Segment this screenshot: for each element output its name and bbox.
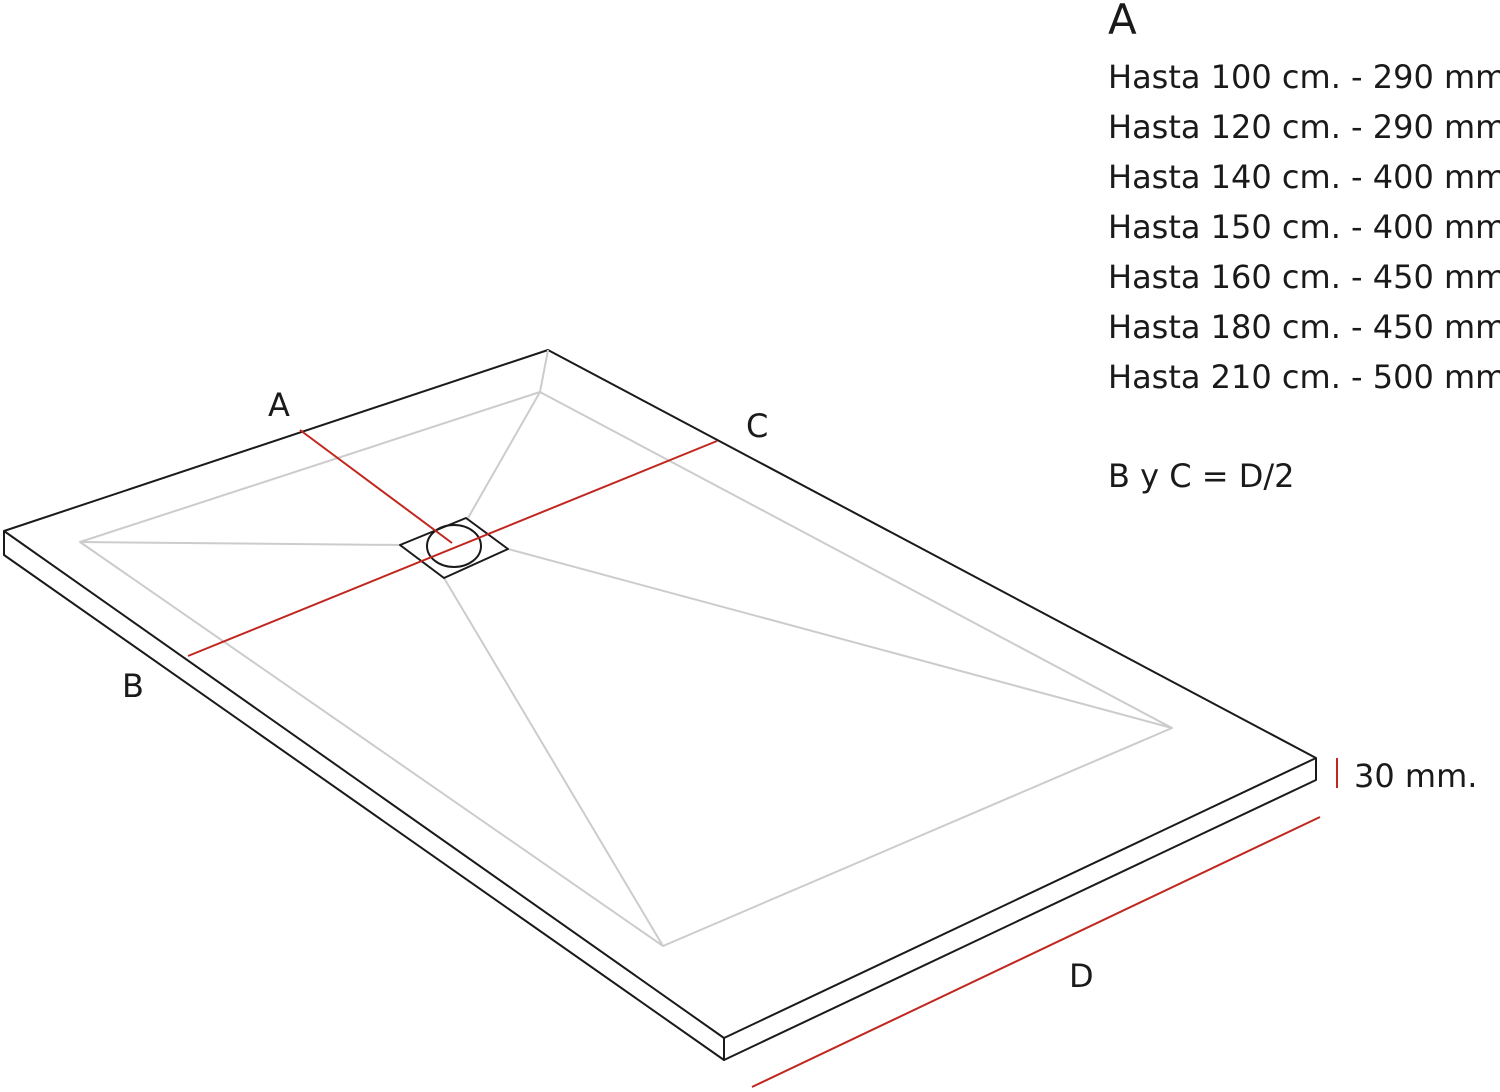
label-c: C bbox=[746, 407, 768, 445]
table-row: Hasta 180 cm. - 450 mm. bbox=[1108, 308, 1500, 346]
tray-right-side bbox=[723, 758, 1317, 1061]
table-title: A bbox=[1108, 0, 1137, 44]
fold-line-top bbox=[467, 391, 541, 519]
top-edge-fold bbox=[539, 349, 549, 393]
drain-hole-icon bbox=[426, 524, 482, 568]
table-note: B y C = D/2 bbox=[1108, 457, 1295, 495]
drain bbox=[399, 517, 509, 579]
table-row: Hasta 160 cm. - 450 mm. bbox=[1108, 258, 1500, 296]
fold-line-left bbox=[79, 541, 403, 546]
size-table: A Hasta 100 cm. - 290 mm Hasta 120 cm. -… bbox=[1108, 0, 1500, 495]
tray-front-side bbox=[3, 531, 725, 1061]
label-a: A bbox=[268, 386, 290, 424]
tray-body bbox=[3, 349, 1317, 1061]
label-d: D bbox=[1069, 957, 1094, 995]
table-row: Hasta 150 cm. - 400 mm. bbox=[1108, 208, 1500, 246]
tray-basin bbox=[79, 349, 1173, 947]
table-row: Hasta 140 cm. - 400 mm. bbox=[1108, 158, 1500, 196]
label-thickness: 30 mm. bbox=[1354, 757, 1477, 795]
table-row: Hasta 120 cm. - 290 mm bbox=[1108, 108, 1500, 146]
label-b: B bbox=[122, 667, 144, 705]
fold-line-bottom bbox=[443, 577, 664, 947]
fold-line-right bbox=[507, 548, 1173, 729]
dimension-line-a bbox=[299, 429, 453, 544]
table-row: Hasta 210 cm. - 500 mm. bbox=[1108, 358, 1500, 396]
dimension-lines bbox=[187, 429, 1338, 1088]
dimension-line-bc bbox=[187, 440, 718, 657]
dimension-line-d bbox=[751, 816, 1321, 1088]
table-row: Hasta 100 cm. - 290 mm bbox=[1108, 58, 1500, 96]
basin-outline bbox=[79, 391, 1173, 947]
